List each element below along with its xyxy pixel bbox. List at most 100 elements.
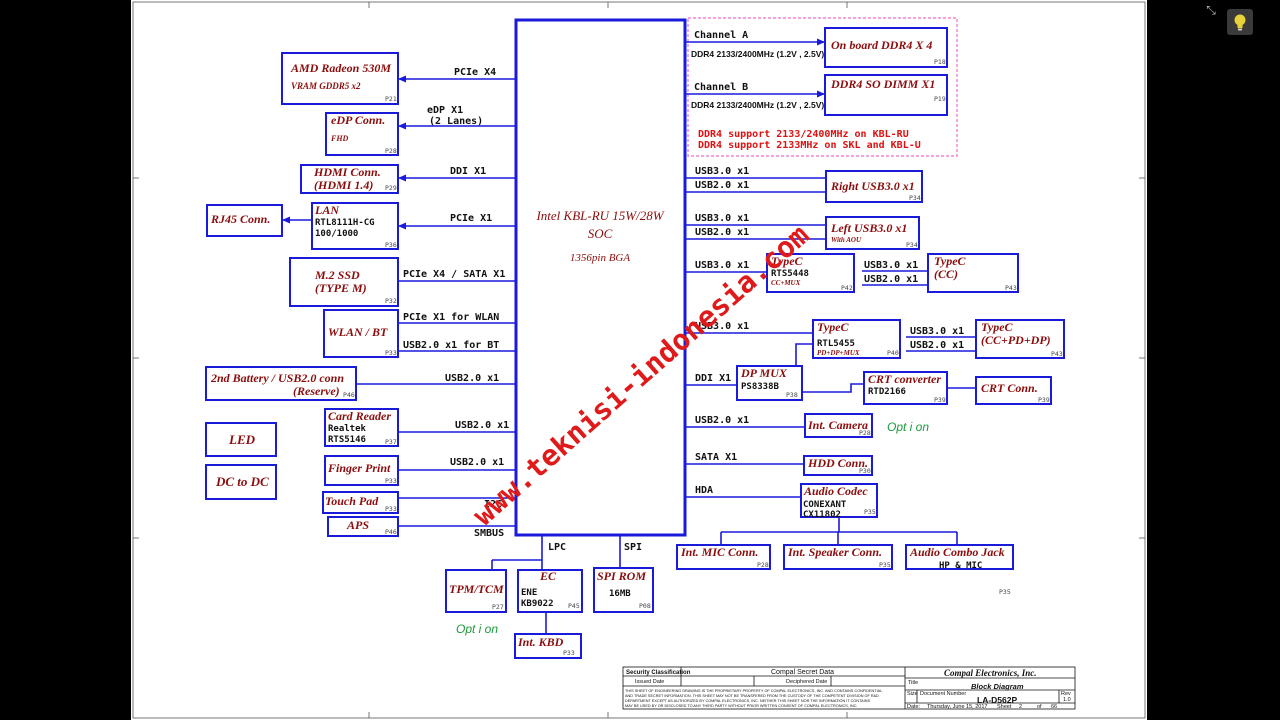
typec-cc-block bbox=[927, 253, 1019, 293]
tpm-title: TPM/TCM bbox=[449, 582, 504, 596]
audio-codec-title: Audio Codec bbox=[803, 484, 868, 498]
dp-mux-chip: PS8338B bbox=[741, 382, 780, 392]
int-kbd-block bbox=[514, 633, 582, 659]
left-usb-aou: With AOU bbox=[831, 236, 862, 244]
aps-page: P46 bbox=[385, 528, 397, 536]
int-camera-page: P28 bbox=[859, 429, 871, 437]
int-camera-title: Int. Camera bbox=[807, 418, 868, 432]
battery-usb-reserve: (Reserve) bbox=[293, 384, 340, 398]
right-usb-title: Right USB3.0 x1 bbox=[830, 179, 915, 193]
finger-print-page: P33 bbox=[385, 477, 397, 485]
wlan-bt-block bbox=[323, 309, 399, 358]
typec-ccpd-sub: (CC+PD+DP) bbox=[981, 333, 1051, 347]
typec-ccpd-block bbox=[975, 319, 1065, 359]
typec-cc-page: P43 bbox=[1005, 284, 1017, 292]
tpm-block bbox=[445, 569, 507, 613]
audio-codec-block bbox=[800, 483, 878, 518]
battery-usb-page: P46 bbox=[343, 391, 355, 399]
typec-rtl5455-mux: PD+DP+MUX bbox=[817, 349, 860, 357]
title-label: Title bbox=[908, 680, 918, 686]
bus-usb3-typec-ccpd: USB3.0 x1 bbox=[910, 326, 964, 337]
battery-usb-title: 2nd Battery / USB2.0 conn bbox=[210, 371, 344, 385]
shrink-icon[interactable]: ⤡ bbox=[1206, 3, 1216, 17]
so-dimm-page: P19 bbox=[934, 95, 946, 103]
bus-usb-battery: USB2.0 x1 bbox=[445, 373, 499, 384]
wlan-bt-title: WLAN / BT bbox=[328, 325, 388, 339]
dp-mux-title: DP MUX bbox=[740, 366, 788, 380]
crt-conn-title: CRT Conn. bbox=[981, 381, 1038, 395]
ec-page: P45 bbox=[568, 602, 580, 610]
bus-usb3-typec1: USB3.0 x1 bbox=[695, 260, 749, 271]
audio-codec-chip: CX11802 bbox=[803, 510, 841, 520]
audio-jack-title: Audio Combo Jack bbox=[909, 545, 1005, 559]
amd-radeon-block bbox=[281, 52, 399, 105]
notice-line-3: DEPARTMENT EXCEPT AS AUTHORIZED BY COMPA… bbox=[625, 699, 870, 703]
right-usb-page: P34 bbox=[909, 194, 921, 202]
lan-chip: RTL8111H-CG bbox=[315, 218, 375, 228]
onboard-ddr4-block bbox=[824, 27, 948, 68]
sheet-label: Sheet bbox=[997, 704, 1012, 710]
hdmi-conn-version: (HDMI 1.4) bbox=[314, 178, 373, 192]
lightbulb-glyph bbox=[1234, 14, 1246, 31]
m2-ssd-page: P32 bbox=[385, 297, 397, 305]
amd-radeon-vram: VRAM GDDR5 x2 bbox=[291, 81, 361, 91]
of-value: 66 bbox=[1051, 704, 1057, 710]
ec-block bbox=[517, 569, 583, 613]
hdd-conn-title: HDD Conn. bbox=[807, 456, 868, 470]
bus-usb2-left: USB2.0 x1 bbox=[695, 227, 749, 238]
m2-ssd-block bbox=[289, 257, 399, 307]
so-dimm-block bbox=[824, 74, 948, 116]
card-reader-title: Card Reader bbox=[328, 409, 391, 423]
typec-rts5448-page: P42 bbox=[841, 284, 853, 292]
crt-conn-page: P39 bbox=[1038, 396, 1050, 404]
audio-jack-block bbox=[905, 544, 1014, 570]
card-reader-chip: RTS5146 bbox=[328, 435, 366, 445]
bus-spi: SPI bbox=[624, 542, 642, 553]
int-camera-block bbox=[804, 413, 873, 438]
audio-codec-vendor: CONEXANT bbox=[803, 500, 847, 510]
title-block: Security Classification Compal Secret Da… bbox=[622, 666, 1076, 710]
int-kbd-page: P33 bbox=[563, 649, 575, 657]
date-label: Date: bbox=[907, 704, 921, 710]
bus-pcie-sata: PCIe X4 / SATA X1 bbox=[403, 269, 505, 280]
m2-ssd-type: (TYPE M) bbox=[315, 281, 367, 295]
security-label: Security Classification bbox=[626, 670, 691, 676]
led-title: LED bbox=[228, 432, 256, 447]
crt-converter-page: P39 bbox=[934, 396, 946, 404]
sheet-value: 2 bbox=[1019, 704, 1022, 710]
ec-chip: KB9022 bbox=[521, 599, 554, 609]
bus-ddi-dpmux: DDI X1 bbox=[695, 373, 731, 384]
amd-radeon-page: P21 bbox=[385, 95, 397, 103]
so-dimm-title: DDR4 SO DIMM X1 bbox=[830, 77, 935, 91]
edp-conn-page: P28 bbox=[385, 147, 397, 155]
notice-line-4: MAY BE USED BY OR DISCLOSED TO ANY THIRD… bbox=[625, 704, 858, 708]
memory-group bbox=[687, 17, 958, 157]
card-reader-block bbox=[324, 408, 399, 447]
of-label: of bbox=[1037, 704, 1042, 710]
int-speaker-page: P35 bbox=[879, 561, 891, 569]
issued-label: Issued Date bbox=[635, 679, 664, 685]
soc-block bbox=[514, 18, 687, 537]
right-usb-block bbox=[825, 170, 923, 203]
security-value: Compal Secret Data bbox=[771, 669, 834, 676]
int-speaker-title: Int. Speaker Conn. bbox=[787, 545, 882, 559]
tpm-page: P27 bbox=[492, 603, 504, 611]
lightbulb-icon[interactable] bbox=[1227, 9, 1253, 35]
channel-b-speed: DDR4 2133/2400MHz (1.2V , 2.5V) bbox=[691, 100, 824, 110]
bus-usb3-typec-cc: USB3.0 x1 bbox=[864, 260, 918, 271]
typec-rts5448-chip: RTS5448 bbox=[771, 269, 809, 279]
stray-page-label: P35 bbox=[999, 588, 1011, 596]
card-reader-page: P37 bbox=[385, 438, 397, 446]
crt-converter-chip: RTD2166 bbox=[868, 387, 906, 397]
bus-usb-card: USB2.0 x1 bbox=[455, 420, 509, 431]
aps-title: APS bbox=[346, 518, 369, 532]
hdd-conn-block bbox=[803, 455, 873, 476]
typec-rts5448-title: TypeC bbox=[771, 254, 804, 268]
soc-title: Intel KBL-RU 15W/28W bbox=[535, 208, 664, 223]
battery-usb-block bbox=[205, 366, 357, 401]
bus-usb2-typec-ccpd: USB2.0 x1 bbox=[910, 340, 964, 351]
deciphered-label: Deciphered Date bbox=[786, 679, 827, 685]
amd-radeon-title: AMD Radeon 530M bbox=[290, 61, 391, 75]
bus-edp: eDP X1 bbox=[427, 105, 463, 116]
bus-usb2-right: USB2.0 x1 bbox=[695, 180, 749, 191]
